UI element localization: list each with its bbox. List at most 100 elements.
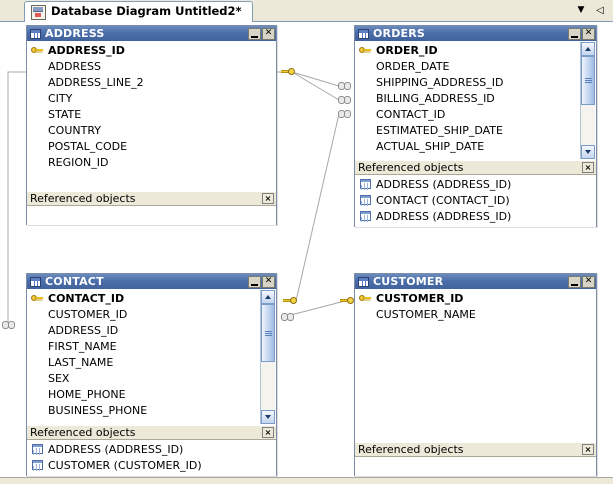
column-row[interactable]: ACTUAL_SHIP_DATE: [355, 138, 596, 154]
referenced-object-label: CUSTOMER (CUSTOMER_ID): [48, 458, 202, 472]
connector-key-customer[interactable]: [340, 296, 354, 305]
column-row[interactable]: CITY: [27, 90, 276, 106]
table-titlebar-address[interactable]: ADDRESS✕: [27, 26, 276, 41]
connector-key-address[interactable]: [281, 67, 295, 76]
close-button[interactable]: ✕: [262, 275, 275, 288]
column-name: REGION_ID: [48, 155, 109, 169]
column-row[interactable]: HOME_PHONE: [27, 386, 276, 402]
column-name: ADDRESS_ID: [48, 323, 119, 337]
referenced-objects-label: Referenced objects: [30, 192, 136, 205]
tab-database-diagram[interactable]: Database Diagram Untitled2*: [24, 1, 253, 22]
referenced-objects-list-address[interactable]: [27, 206, 276, 225]
referenced-object-item[interactable]: CUSTOMER (CUSTOMER_ID): [27, 457, 276, 473]
referenced-objects-header-contact[interactable]: Referenced objects×: [27, 425, 276, 440]
canvas-bottom-frame: [0, 477, 613, 484]
column-row-primary-key[interactable]: ORDER_ID: [355, 42, 596, 58]
column-row[interactable]: ORDER_DATE: [355, 58, 596, 74]
column-name: LAST_NAME: [48, 355, 114, 369]
referenced-objects-list-customer[interactable]: [355, 457, 596, 476]
column-row[interactable]: REGION_ID: [27, 154, 276, 170]
column-row[interactable]: ADDRESS: [27, 58, 276, 74]
connector-many-orders-contact[interactable]: [338, 110, 354, 118]
scroll-down-arrow-icon[interactable]: [261, 410, 275, 424]
column-row[interactable]: COUNTRY: [27, 122, 276, 138]
column-row[interactable]: ESTIMATED_SHIP_DATE: [355, 122, 596, 138]
chevron-down-icon[interactable]: ▼: [577, 5, 585, 15]
column-row[interactable]: POSTAL_CODE: [27, 138, 276, 154]
referenced-objects-list-orders[interactable]: ADDRESS (ADDRESS_ID)CONTACT (CONTACT_ID)…: [355, 175, 596, 227]
minimize-button[interactable]: [248, 275, 261, 288]
scroll-up-arrow-icon[interactable]: [581, 42, 595, 56]
table-icon: [360, 195, 371, 205]
referenced-object-item[interactable]: ADDRESS (ADDRESS_ID): [355, 208, 596, 224]
column-row[interactable]: STATE: [27, 106, 276, 122]
connector-key-contact[interactable]: [283, 296, 297, 305]
minimize-button[interactable]: [568, 275, 581, 288]
scroll-up-arrow-icon[interactable]: [261, 290, 275, 304]
referenced-object-item[interactable]: ADDRESS (ADDRESS_ID): [27, 441, 276, 457]
column-name: ESTIMATED_SHIP_DATE: [376, 123, 503, 137]
referenced-objects-close-icon[interactable]: ×: [582, 444, 594, 455]
close-button[interactable]: ✕: [582, 275, 595, 288]
column-name: HOME_PHONE: [48, 387, 126, 401]
minimize-button[interactable]: [568, 27, 581, 40]
referenced-objects-close-icon[interactable]: ×: [262, 427, 274, 438]
referenced-objects-header-orders[interactable]: Referenced objects×: [355, 160, 596, 175]
column-row-primary-key[interactable]: CUSTOMER_ID: [355, 290, 596, 306]
referenced-objects-header-customer[interactable]: Referenced objects×: [355, 442, 596, 457]
column-row-primary-key[interactable]: ADDRESS_ID: [27, 42, 276, 58]
referenced-objects-close-icon[interactable]: ×: [262, 193, 274, 204]
tab-close-icon[interactable]: ◁: [596, 4, 604, 16]
scrollbar-thumb[interactable]: [261, 304, 275, 362]
column-row[interactable]: ADDRESS_LINE_2: [27, 74, 276, 90]
vertical-scrollbar-orders[interactable]: [580, 42, 595, 159]
column-row[interactable]: ADDRESS_ID: [27, 322, 276, 338]
column-row-primary-key[interactable]: CONTACT_ID: [27, 290, 276, 306]
referenced-objects-header-address[interactable]: Referenced objects ×: [27, 191, 276, 206]
referenced-objects-list-contact[interactable]: ADDRESS (ADDRESS_ID)CUSTOMER (CUSTOMER_I…: [27, 440, 276, 476]
referenced-object-item[interactable]: CONTACT (CONTACT_ID): [355, 192, 596, 208]
vertical-scrollbar-contact[interactable]: [260, 290, 275, 424]
close-button[interactable]: ✕: [262, 27, 275, 40]
column-name: ADDRESS: [48, 59, 102, 73]
column-row[interactable]: CONTACT_ID: [355, 106, 596, 122]
scroll-down-arrow-icon[interactable]: [581, 145, 595, 159]
connector-many-orders-billing[interactable]: [338, 96, 354, 104]
column-name: STATE: [48, 107, 82, 121]
link-contact-to-orders-contact: [295, 113, 340, 302]
column-row[interactable]: SEX: [27, 370, 276, 386]
table-titlebar-contact[interactable]: CONTACT ✕: [27, 274, 276, 289]
column-row[interactable]: SHIPPING_ADDRESS_ID: [355, 74, 596, 90]
referenced-objects-close-icon[interactable]: ×: [582, 162, 594, 173]
column-row[interactable]: FIRST_NAME: [27, 338, 276, 354]
connector-many-contact-customer[interactable]: [281, 313, 297, 321]
referenced-object-item[interactable]: ADDRESS (ADDRESS_ID): [355, 176, 596, 192]
connector-many-contact-address[interactable]: [2, 321, 18, 329]
column-row[interactable]: CUSTOMER_ID: [27, 306, 276, 322]
close-button[interactable]: ✕: [582, 27, 595, 40]
table-titlebar-customer[interactable]: CUSTOMER✕: [355, 274, 596, 289]
column-row[interactable]: BILLING_ADDRESS_ID: [355, 90, 596, 106]
column-name: CONTACT_ID: [376, 107, 446, 121]
column-name: ORDER_ID: [376, 43, 438, 57]
column-row[interactable]: BUSINESS_PHONE: [27, 402, 276, 418]
scrollbar-thumb[interactable]: [581, 56, 595, 105]
table-titlebar-orders[interactable]: ORDERS✕: [355, 26, 596, 41]
column-row[interactable]: CUSTOMER_NAME: [355, 306, 596, 322]
connector-many-orders-shipping[interactable]: [338, 82, 354, 90]
column-row[interactable]: LAST_NAME: [27, 354, 276, 370]
column-name: CUSTOMER_ID: [48, 307, 128, 321]
minimize-button[interactable]: [248, 27, 261, 40]
table-title-label: CONTACT: [45, 275, 104, 288]
